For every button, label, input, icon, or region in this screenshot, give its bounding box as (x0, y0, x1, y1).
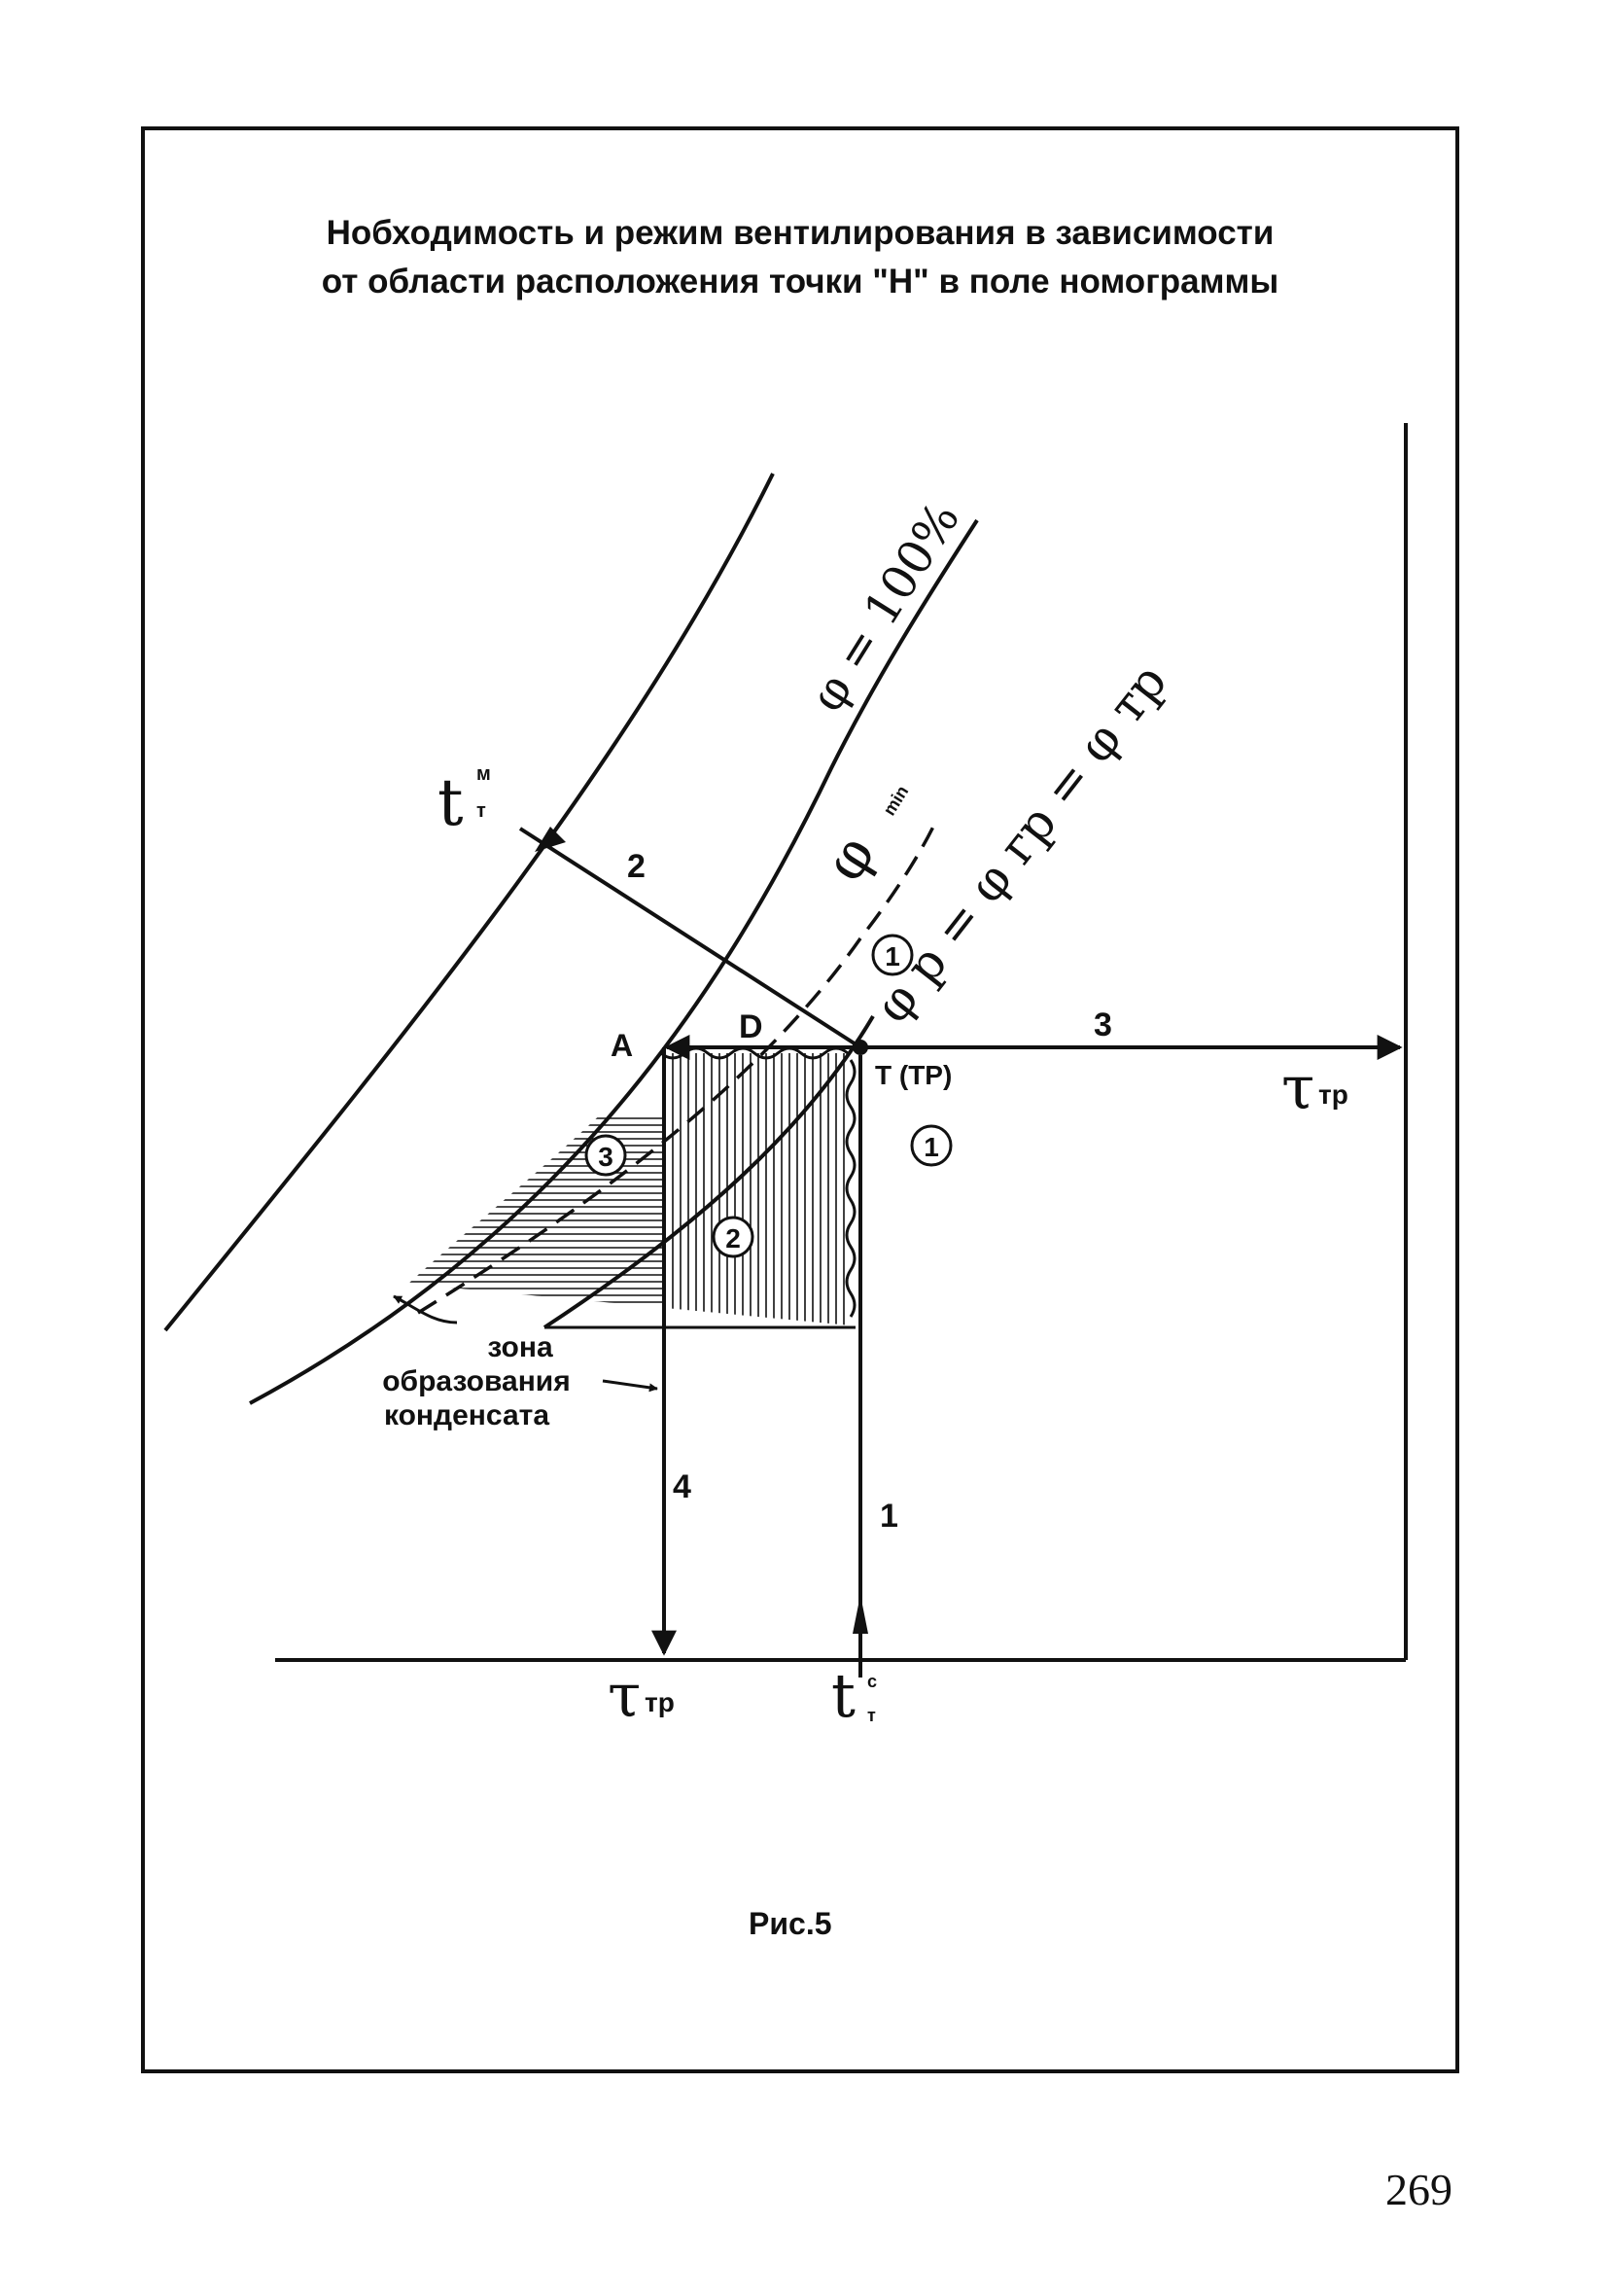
label-point-t: T (TP) (875, 1060, 952, 1090)
label-tau-bottom: τ (608, 1660, 641, 1731)
point-t-dot (853, 1040, 868, 1055)
figure-frame (141, 126, 1459, 2073)
label-condensate-2: образования (382, 1365, 571, 1397)
label-phi-min-sub: min (879, 782, 912, 819)
label-t-m-sup: м (476, 763, 491, 785)
figure-caption: Рис.5 (749, 1906, 832, 1941)
label-phi-eq: φ р = φ гр = φ тр (864, 653, 1178, 1033)
label-t-m: t (437, 765, 464, 840)
figure-title: Нобходимость и режим вентилирования в за… (141, 209, 1459, 306)
label-t-c-sub: т (867, 1706, 876, 1725)
zone-marker-1b: 1 (910, 1124, 953, 1167)
zone-marker-1b-text: 1 (924, 1132, 939, 1162)
zone-marker-3-text: 3 (598, 1142, 613, 1172)
label-phi-min: φ (811, 824, 888, 892)
line-1-arrowhead (853, 1595, 868, 1634)
label-phi-100: φ = 100% (800, 493, 971, 722)
title-line-2: от области расположения точки "Н" в поле… (321, 263, 1279, 300)
condensate-pointer-1 (393, 1294, 458, 1325)
label-line-1: 1 (880, 1498, 898, 1535)
zone-marker-3: 3 (584, 1134, 627, 1177)
label-condensate-1: зона (487, 1331, 553, 1363)
curve-t-m (163, 473, 775, 1332)
line-2 (518, 827, 862, 1049)
curve-phi-min (417, 826, 935, 1315)
label-t-m-sub: т (476, 800, 486, 822)
zone-marker-1a-text: 1 (885, 941, 900, 971)
label-tau-bottom-sub: тр (645, 1687, 675, 1717)
condensate-zone-border-right (845, 1059, 857, 1318)
label-t-c-sup: с (867, 1672, 877, 1691)
page-number: 269 (1385, 2165, 1452, 2214)
label-t-c: t (831, 1660, 856, 1731)
label-line-2: 2 (627, 848, 646, 885)
zone-marker-2-text: 2 (725, 1223, 741, 1254)
label-point-d: D (739, 1008, 763, 1045)
label-condensate-3: конденсата (384, 1399, 549, 1431)
label-line-3: 3 (1094, 1007, 1112, 1043)
label-point-a: A (611, 1028, 633, 1063)
zone-marker-1a: 1 (871, 934, 914, 976)
label-tau-right-sub: тр (1318, 1079, 1348, 1110)
label-tau-right: τ (1281, 1052, 1314, 1123)
line-2-arrowhead (535, 827, 566, 852)
curve-phi-100 (249, 518, 979, 1405)
label-line-4: 4 (673, 1468, 691, 1505)
title-line-1: Нобходимость и режим вентилирования в за… (326, 214, 1275, 252)
condensate-pointer-2 (602, 1379, 658, 1393)
zone-marker-2: 2 (712, 1216, 754, 1258)
